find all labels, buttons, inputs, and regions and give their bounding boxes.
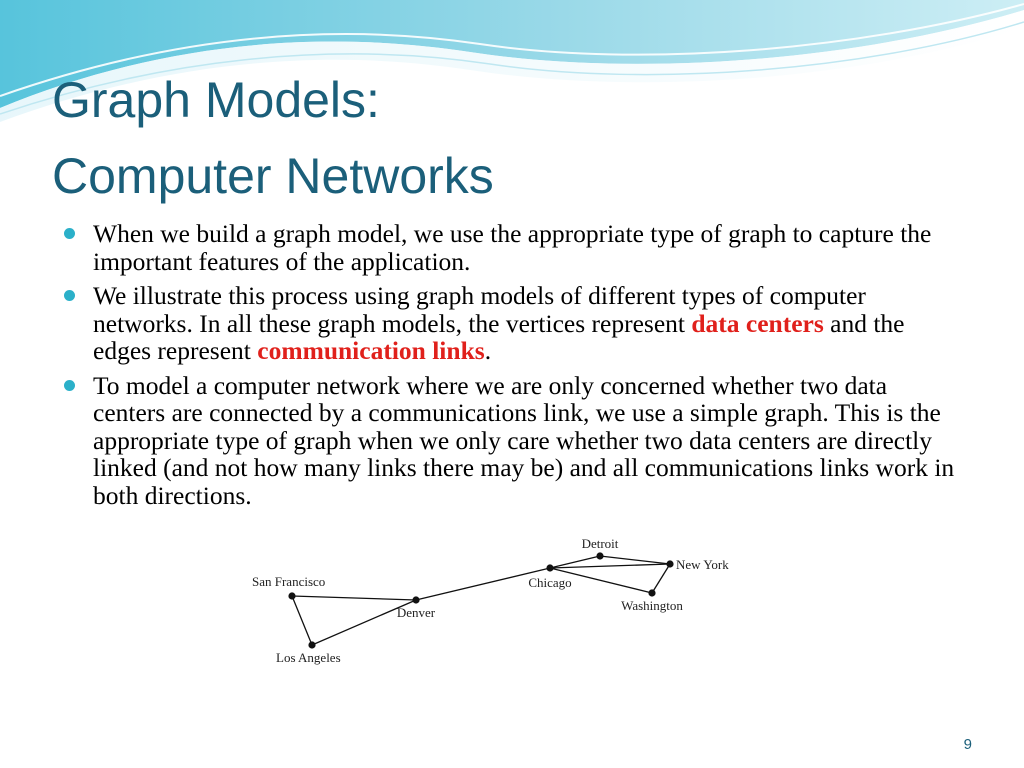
node-label-sf: San Francisco bbox=[252, 574, 325, 589]
bullet-dot-icon bbox=[64, 228, 75, 239]
node-la bbox=[308, 641, 316, 649]
node-was bbox=[648, 589, 656, 597]
node-label-den: Denver bbox=[397, 605, 436, 620]
edge-sf-den bbox=[291, 595, 417, 601]
slide-title: Graph Models: Computer Networks bbox=[52, 62, 494, 214]
bullet-list: When we build a graph model, we use the … bbox=[64, 220, 964, 516]
node-det bbox=[596, 552, 604, 560]
edge-ny-was bbox=[651, 563, 671, 594]
edge-chi-was bbox=[549, 567, 653, 594]
node-label-la: Los Angeles bbox=[276, 650, 341, 665]
highlight-communication-links: communication links bbox=[257, 336, 485, 365]
node-label-chi: Chicago bbox=[528, 575, 571, 590]
highlight-data-centers: data centers bbox=[691, 308, 824, 338]
slide-title-line-2: Computer Networks bbox=[52, 148, 494, 204]
node-chi bbox=[546, 564, 554, 572]
edge-det-ny bbox=[599, 555, 671, 565]
edge-chi-ny bbox=[549, 563, 671, 569]
edge-chi-det bbox=[549, 555, 601, 569]
bullet-text-2-start: We illustrate this process using graph m… bbox=[93, 281, 866, 338]
bullet-text-2-end: . bbox=[484, 336, 492, 365]
node-label-was: Washington bbox=[621, 598, 683, 613]
edge-la-den bbox=[311, 599, 417, 646]
bullet-item-2: We illustrate this process using graph m… bbox=[64, 282, 964, 365]
node-sf bbox=[288, 592, 296, 600]
slide-number: 9 bbox=[963, 736, 972, 753]
bullet-item-3: To model a computer network where we are… bbox=[64, 370, 964, 510]
node-label-det: Detroit bbox=[582, 536, 619, 551]
bullet-text-2-middle: and the edges represent bbox=[93, 308, 905, 365]
bullet-dot-icon bbox=[64, 379, 75, 391]
node-label-ny: New York bbox=[676, 557, 729, 572]
bullet-text-1: When we build a graph model, we use the … bbox=[93, 219, 932, 276]
slide-title-line-1: Graph Models: bbox=[52, 72, 380, 128]
bullet-dot-icon bbox=[64, 290, 75, 301]
bullet-item-1: When we build a graph model, we use the … bbox=[64, 220, 964, 275]
node-den bbox=[412, 596, 420, 604]
edge-sf-la bbox=[291, 595, 313, 646]
header-wave-decoration bbox=[0, 0, 1024, 122]
edge-den-chi bbox=[415, 567, 551, 601]
node-ny bbox=[666, 560, 674, 568]
bullet-text-3: To model a computer network where we are… bbox=[93, 370, 955, 510]
